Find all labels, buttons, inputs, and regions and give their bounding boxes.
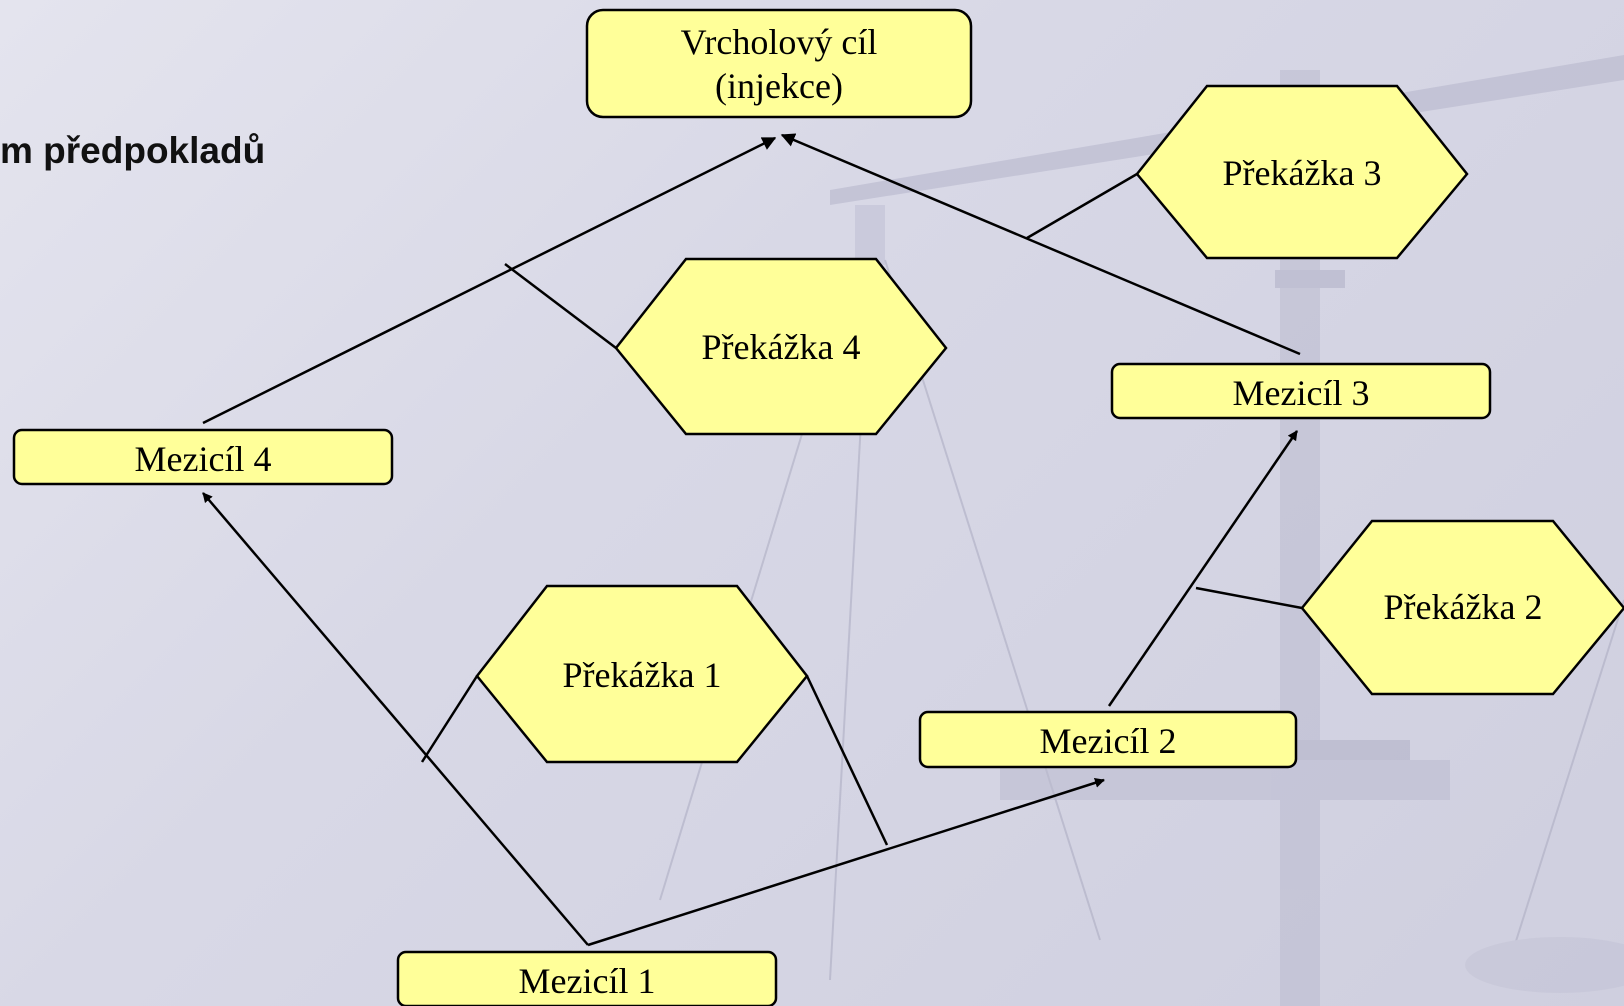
obstacle3-link [1026, 172, 1138, 240]
obstacle-4-label: Překážka 4 [702, 327, 861, 367]
obstacle-2-label: Překážka 2 [1384, 587, 1543, 627]
intermediate-goal-3-label: Mezicíl 3 [1233, 373, 1370, 413]
obstacle-3-label: Překážka 3 [1223, 153, 1382, 193]
obstacle1-link-right [805, 675, 889, 846]
intermediate-goal-2-label: Mezicíl 2 [1040, 721, 1177, 761]
obstacle-4: Překážka 4 [614, 257, 948, 436]
obstacle1-link-left [420, 675, 479, 763]
intermediate-goal-3: Mezicíl 3 [1110, 362, 1492, 420]
slide-title: m předpokladů [0, 130, 266, 171]
obstacle-3: Překážka 3 [1135, 84, 1469, 260]
intermediate-goal-4: Mezicíl 4 [12, 428, 394, 486]
arrow-m4-to-goal [202, 136, 777, 425]
obstacle-1: Překážka 1 [475, 584, 809, 764]
top-goal-line2: (injekce) [715, 66, 843, 106]
arrow-m2-to-m3 [1107, 430, 1299, 707]
obstacle4-link [504, 263, 617, 349]
obstacle-1-label: Překážka 1 [563, 655, 722, 695]
intermediate-goal-2: Mezicíl 2 [918, 710, 1298, 769]
intermediate-goal-1-label: Mezicíl 1 [519, 961, 656, 1001]
intermediate-goal-4-label: Mezicíl 4 [135, 439, 272, 479]
top-goal-line1: Vrcholový cíl [681, 22, 878, 62]
intermediate-goal-1: Mezicíl 1 [396, 950, 778, 1006]
obstacle2-link [1195, 586, 1303, 610]
obstacle-2: Překážka 2 [1300, 519, 1624, 696]
arrow-m3-to-goal [780, 133, 1301, 356]
connectors [202, 133, 1303, 947]
arrow-m1-to-m4 [202, 492, 589, 946]
top-goal-node: Vrcholový cíl (injekce) [585, 8, 973, 119]
arrow-m1-to-m2 [587, 777, 1105, 947]
